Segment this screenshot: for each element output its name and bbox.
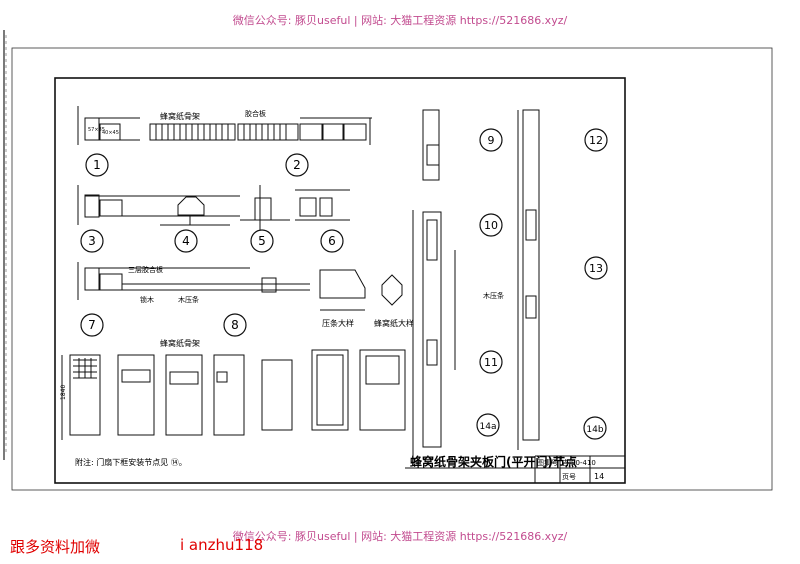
dim-1840: 1840 bbox=[60, 385, 67, 400]
label-lock-block: 锁木 bbox=[140, 295, 154, 304]
detail-5 bbox=[240, 185, 290, 253]
detail-label-13: 13 bbox=[589, 262, 603, 275]
detail-7-8 bbox=[77, 262, 310, 337]
page-label: 页号 bbox=[562, 473, 576, 481]
label-plywood: 胶合板 bbox=[245, 109, 266, 118]
note-text: 附注: 门扇下框安装节点见 ⑭。 bbox=[75, 457, 187, 467]
detail-label-10: 10 bbox=[484, 219, 498, 232]
page-number: 14 bbox=[594, 472, 604, 481]
detail-label-7: 7 bbox=[88, 318, 96, 332]
label-honeycomb-frame: 蜂窝纸骨架 bbox=[160, 111, 200, 121]
vertical-sections bbox=[412, 109, 608, 460]
promo-text-left: 跟多资料加微 bbox=[10, 538, 101, 556]
promo-text-right: i anzhu118 bbox=[180, 536, 264, 554]
detail-label-1: 1 bbox=[93, 158, 101, 172]
detail-label-6: 6 bbox=[328, 234, 336, 248]
detail-label-2: 2 bbox=[293, 158, 301, 172]
detail-label-14a: 14a bbox=[480, 422, 497, 432]
label-wood-strip: 木压条 bbox=[178, 295, 199, 304]
detail-label-3: 3 bbox=[88, 234, 96, 248]
detail-1: 57×85 40×45 bbox=[77, 106, 236, 177]
outer-frame bbox=[11, 47, 773, 491]
drawing-frame bbox=[54, 77, 626, 484]
detail-label-12: 12 bbox=[589, 134, 603, 147]
detail-2 bbox=[237, 117, 372, 177]
detail-label-14b: 14b bbox=[586, 425, 603, 435]
pressure-strip-sketch bbox=[319, 269, 403, 311]
detail-label-11: 11 bbox=[484, 356, 498, 369]
door-elevations bbox=[61, 349, 406, 440]
title-block-title: 蜂窝纸骨架夹板门(平开门)节点 bbox=[410, 454, 577, 469]
watermark-top: 微信公众号: 豚贝useful | 网站: 大猫工程资源 https://521… bbox=[232, 14, 568, 27]
label-waterproof-strip: 木压条 bbox=[483, 291, 504, 300]
detail-label-8: 8 bbox=[231, 318, 239, 332]
svg-text:40×45: 40×45 bbox=[102, 130, 119, 136]
detail-3 bbox=[77, 185, 240, 253]
label-pressure-strip-detail: 压条大样 bbox=[322, 318, 354, 328]
svg-text:57×85: 57×85 bbox=[88, 127, 105, 133]
title-block bbox=[405, 455, 625, 483]
label-three-ply: 三层胶合板 bbox=[128, 265, 163, 274]
atlas-label: 图集号 bbox=[537, 458, 558, 467]
detail-4 bbox=[160, 196, 230, 253]
detail-label-5: 5 bbox=[258, 234, 266, 248]
detail-label-4: 4 bbox=[182, 234, 190, 248]
detail-6 bbox=[295, 189, 350, 253]
watermark-bottom: 微信公众号: 豚贝useful | 网站: 大猫工程资源 https://521… bbox=[232, 530, 568, 543]
atlas-number: 吉J90-410 bbox=[562, 459, 596, 467]
detail-label-9: 9 bbox=[488, 134, 495, 147]
label-honeycomb-detail: 蜂窝纸大样 bbox=[374, 318, 414, 328]
label-honeycomb-frame-2: 蜂窝纸骨架 bbox=[160, 338, 200, 348]
